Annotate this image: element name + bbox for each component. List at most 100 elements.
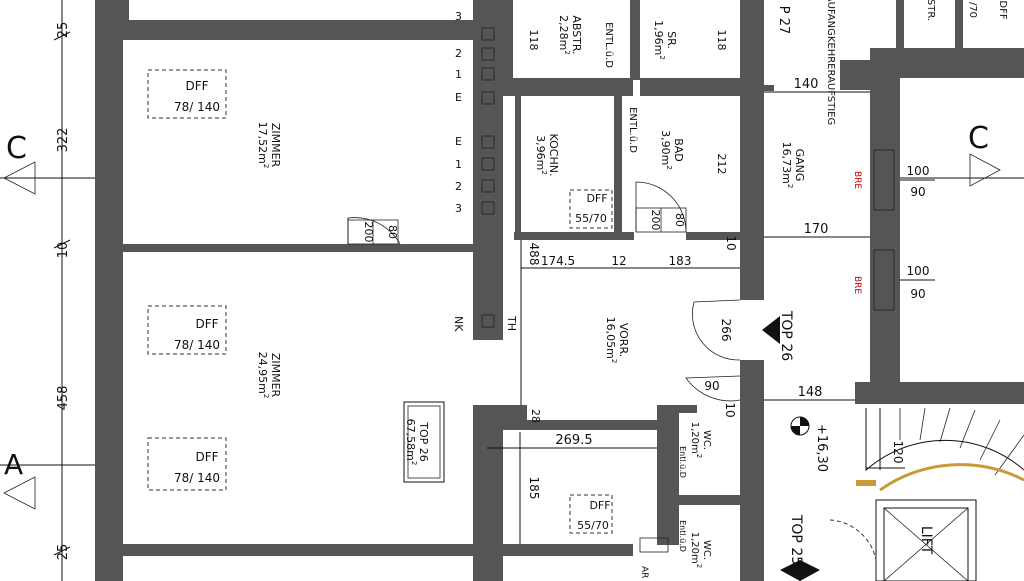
svg-text:148: 148 (798, 385, 823, 400)
svg-text:1: 1 (455, 158, 462, 171)
svg-text:269.5: 269.5 (555, 433, 592, 448)
unit-box-title: TOP 26 (417, 421, 430, 462)
svg-text:10: 10 (724, 235, 738, 250)
elevation-label: +16,30 (814, 424, 829, 472)
svg-text:120: 120 (891, 441, 905, 464)
svg-text:24,95m2: 24,95m2 (256, 352, 270, 399)
window-label: DFF (195, 317, 218, 331)
svg-text:WC.: WC. (701, 540, 712, 560)
svg-text:ZIMMER: ZIMMER (269, 353, 282, 398)
door1-height: 80 (386, 225, 399, 239)
svg-text:80: 80 (673, 213, 686, 227)
svg-text:BRE: BRE (852, 171, 862, 189)
svg-text:LIFT: LIFT (918, 526, 934, 555)
svg-text:185: 185 (527, 477, 541, 500)
nk-label: NK (452, 316, 465, 332)
svg-text:200: 200 (649, 210, 662, 231)
staircase: 120 (856, 407, 1024, 492)
top27-label: P 27 (776, 6, 791, 35)
left-dimension-chain: 25 322 10 458 25 (53, 0, 71, 581)
section-marker-c-left: C (0, 131, 95, 195)
top-right-rooms: STR. /70 DFF (925, 0, 1008, 21)
room-wc-1: WC. 1,20m2 Entl.ü.D (678, 422, 712, 478)
svg-text:Entl.ü.D: Entl.ü.D (678, 520, 687, 552)
svg-text:100: 100 (907, 264, 930, 278)
svg-text:E: E (455, 91, 462, 104)
svg-text:AUFANGKEHRERAUFSTIEG: AUFANGKEHRERAUFSTIEG (825, 0, 836, 125)
svg-text:E: E (455, 135, 462, 148)
room-kochn: KOCHN. 3,96m2 DFF 55/70 (534, 134, 613, 229)
room-zimmer-1: DFF 78/ 140 ZIMMER 17,52m2 200 80 (147, 69, 401, 245)
svg-text:C: C (968, 121, 989, 156)
svg-text:Entl.ü.D: Entl.ü.D (678, 446, 687, 478)
svg-text:BAD: BAD (672, 138, 685, 162)
window-label: DFF (185, 79, 208, 93)
svg-text:174.5: 174.5 (541, 254, 575, 268)
dim-left-25-bottom: 25 (56, 544, 71, 561)
svg-text:/70: /70 (967, 2, 978, 18)
svg-text:170: 170 (804, 222, 829, 237)
svg-text:16,05m2: 16,05m2 (604, 317, 618, 364)
room-abstr: ABSTR. 2,28m2 118 ENTL.ü.D (527, 15, 614, 68)
room-wc-2: WC. 1,20m2 Entl.ü.D (678, 520, 712, 568)
svg-text:488: 488 (527, 243, 541, 266)
dim-left-322: 322 (56, 128, 71, 153)
svg-text:BRE: BRE (852, 276, 862, 294)
svg-text:90: 90 (910, 185, 925, 199)
dim-left-10: 10 (56, 242, 71, 259)
svg-text:STR.: STR. (925, 0, 936, 21)
svg-text:DFF: DFF (586, 192, 607, 205)
svg-text:90: 90 (704, 379, 719, 393)
svg-text:2: 2 (455, 180, 462, 193)
window-size: 78/ 140 (174, 338, 220, 352)
svg-text:266: 266 (719, 319, 733, 342)
svg-text:12: 12 (611, 254, 626, 268)
svg-text:VORR.: VORR. (617, 323, 630, 357)
svg-text:3,90m2: 3,90m2 (659, 130, 673, 170)
svg-text:1,96m2: 1,96m2 (652, 20, 666, 60)
room-sr: SR. 1,96m2 118 (652, 20, 728, 60)
svg-text:AR: AR (639, 566, 649, 578)
svg-text:ENTL.ü.D: ENTL.ü.D (627, 107, 638, 153)
walls (95, 0, 1024, 581)
door1-width: 200 (362, 222, 375, 243)
corridor-gang: P 27 AUFANGKEHRERAUFSTIEG 140 GANG 16,73… (762, 0, 935, 581)
svg-text:90: 90 (910, 287, 925, 301)
svg-text:16,73m2: 16,73m2 (780, 142, 794, 189)
room-bad: ENTL.ü.D BAD 3,90m2 212 200 80 (627, 107, 728, 233)
window-label: DFF (195, 450, 218, 464)
lift-shaft: LIFT (829, 499, 977, 581)
svg-text:100: 100 (907, 164, 930, 178)
svg-text:3: 3 (455, 10, 462, 23)
svg-text:118: 118 (527, 30, 540, 51)
svg-text:17,52m2: 17,52m2 (256, 122, 270, 169)
svg-text:1,20m2: 1,20m2 (689, 422, 703, 458)
svg-text:WC.: WC. (701, 430, 712, 450)
svg-text:ZIMMER: ZIMMER (269, 123, 282, 168)
svg-text:DFF: DFF (997, 0, 1008, 19)
section-marker-c-right: C (900, 121, 1024, 187)
room-lower: 269.5 185 DFF 55/70 AR (487, 432, 669, 578)
svg-text:1,20m2: 1,20m2 (689, 532, 703, 568)
window-size: 78/ 140 (174, 100, 220, 114)
window-size: 78/ 140 (174, 471, 220, 485)
svg-text:55/70: 55/70 (575, 212, 607, 225)
room-vorr: 174.5 12 183 488 10 VORR. 16,05m2 266 90… (520, 235, 741, 423)
svg-text:183: 183 (669, 254, 692, 268)
svg-text:3: 3 (455, 202, 462, 215)
svg-text:10: 10 (723, 402, 737, 417)
svg-text:KOCHN.: KOCHN. (547, 134, 560, 177)
svg-text:GANG: GANG (793, 149, 806, 182)
top25-label: TOP 25 (788, 514, 804, 565)
th-label: TH (505, 315, 518, 331)
svg-text:1: 1 (455, 68, 462, 81)
svg-text:28: 28 (529, 409, 542, 423)
dim-left-25-top: 25 (56, 22, 71, 39)
top26-label: TOP 26 (778, 310, 794, 361)
svg-text:ENTL.ü.D: ENTL.ü.D (603, 22, 614, 68)
svg-text:118: 118 (715, 30, 728, 51)
svg-text:55/70: 55/70 (577, 519, 609, 532)
room-zimmer-2: DFF 78/ 140 DFF 78/ 140 ZIMMER 24,95m2 T… (147, 305, 445, 491)
